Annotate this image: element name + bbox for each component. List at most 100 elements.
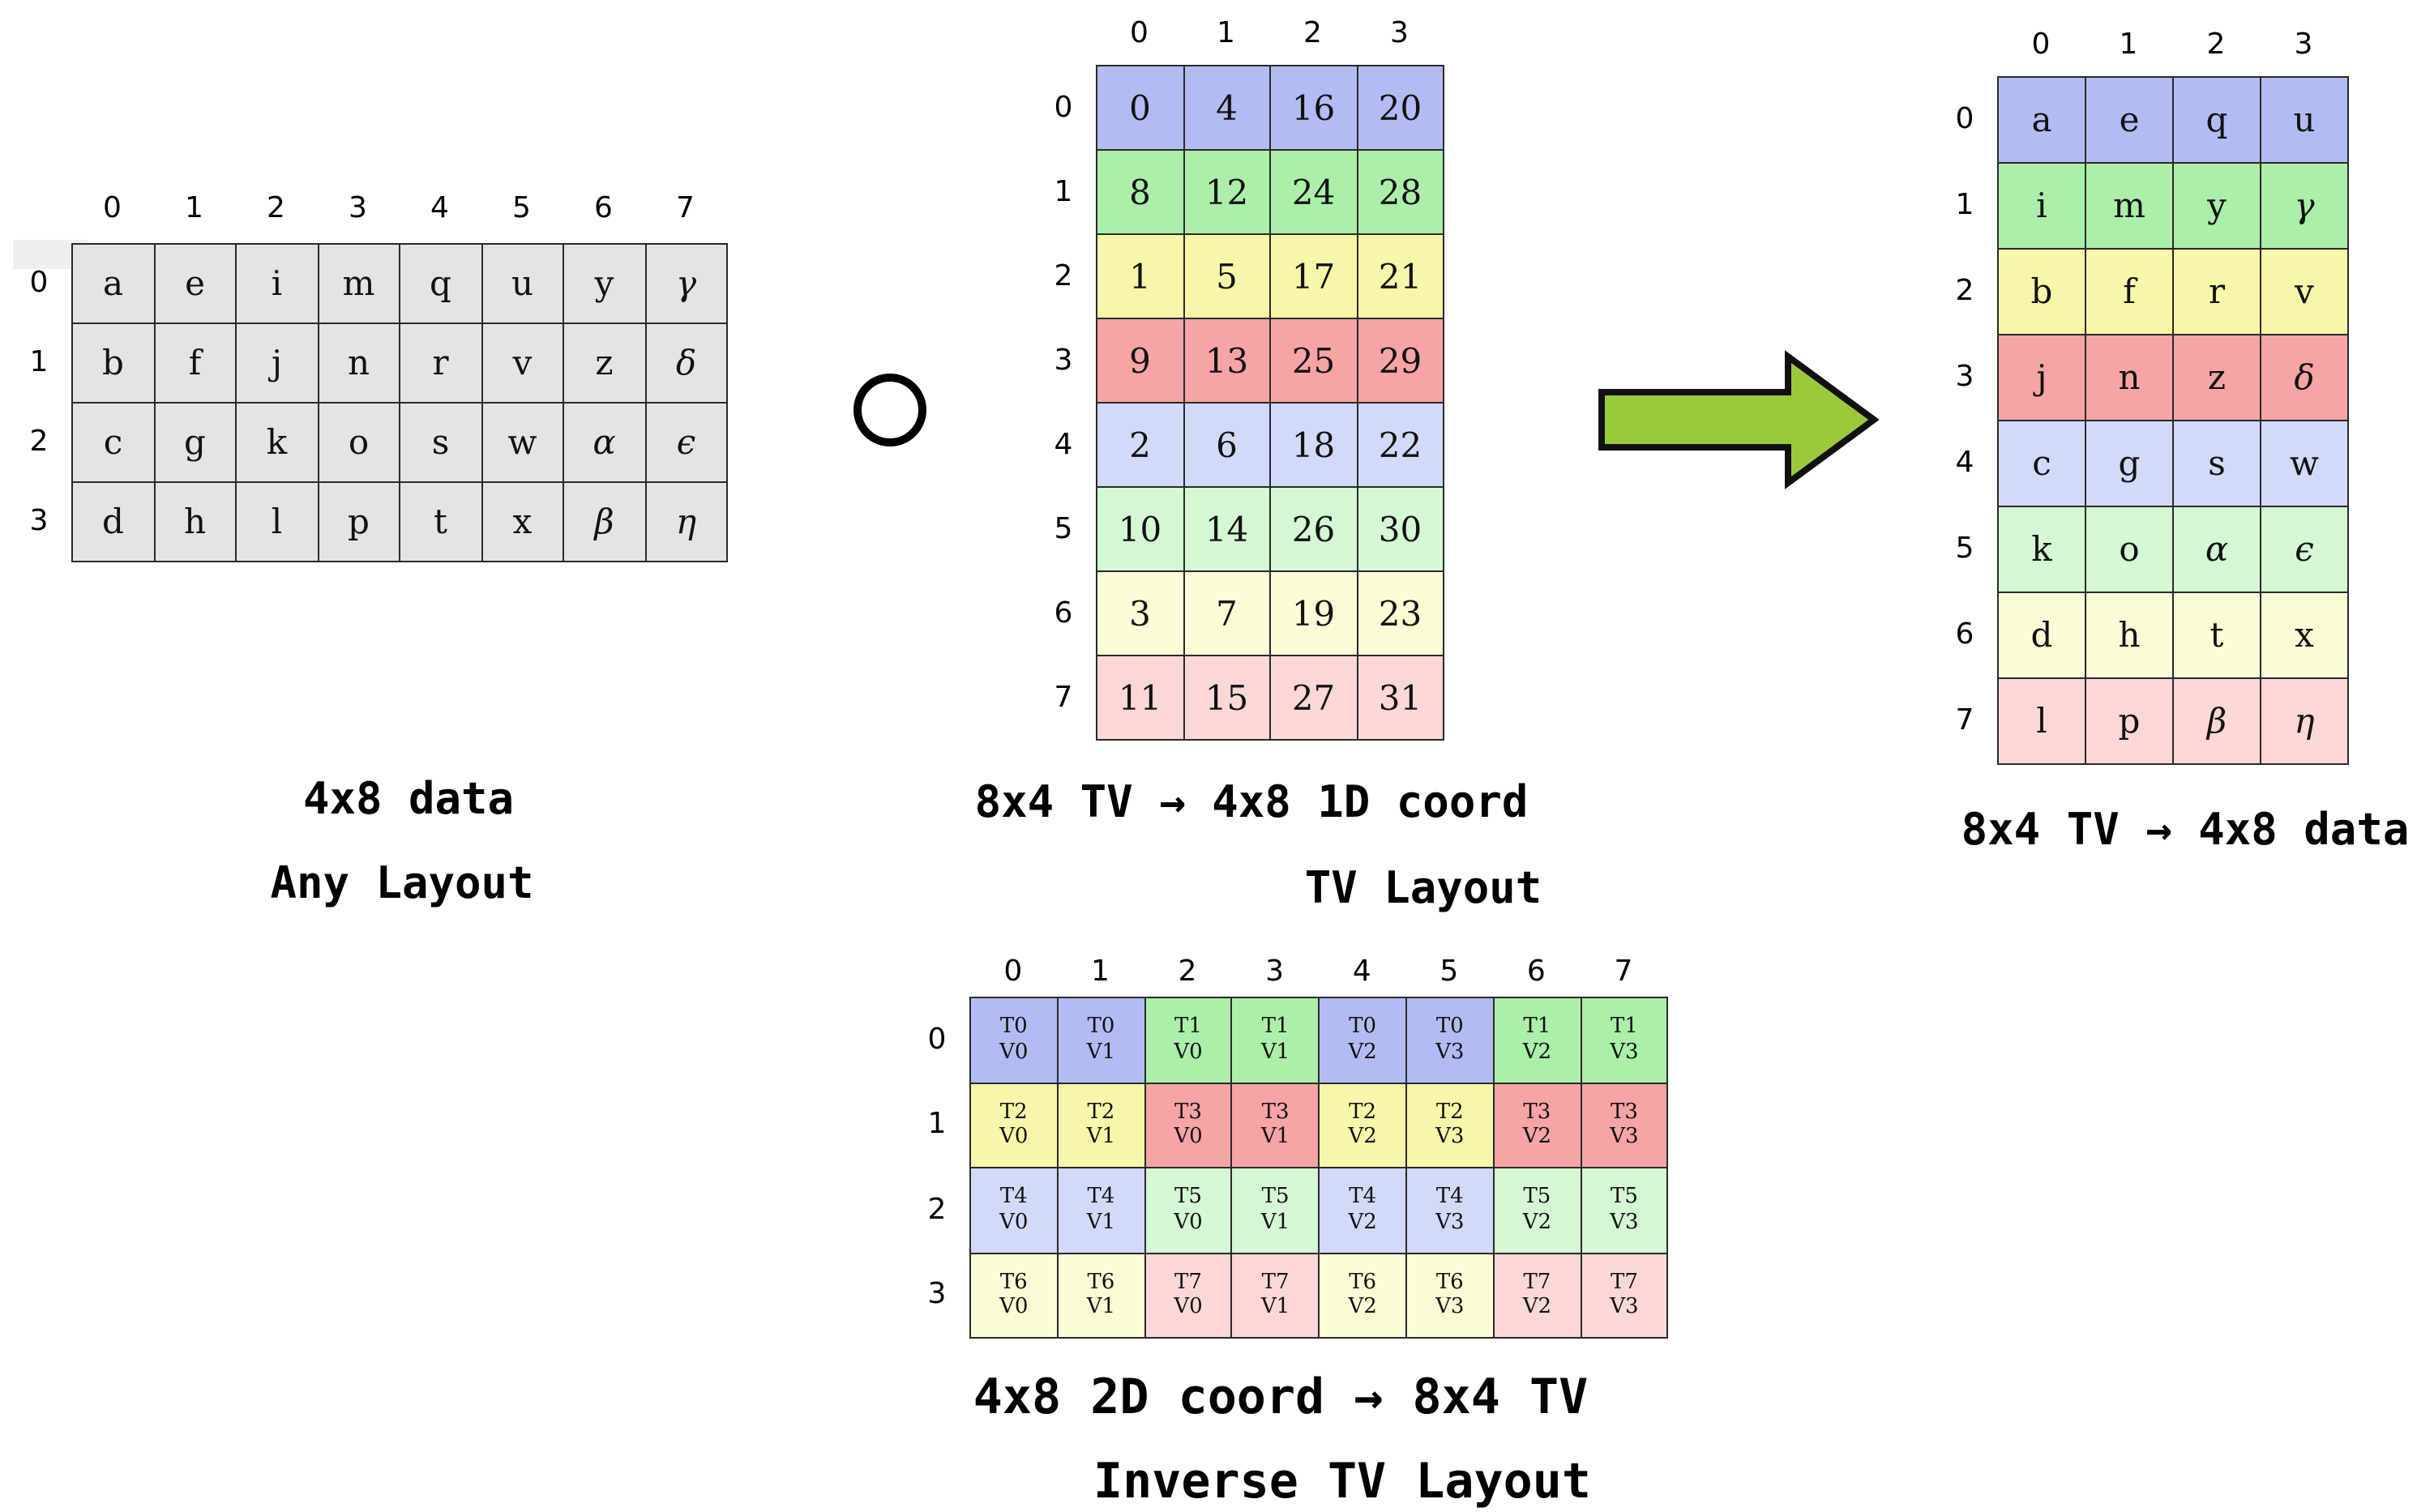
grid-col-header: 2 xyxy=(1178,954,1197,988)
grid-cell: l xyxy=(237,483,319,562)
cell-value-label: V1 xyxy=(1086,1295,1116,1320)
grid-row-header: 6 xyxy=(1054,596,1073,630)
grid-cell: i xyxy=(1999,164,2086,250)
grid-col-header: 4 xyxy=(1352,954,1371,988)
grid-cell: 13 xyxy=(1184,319,1271,404)
grid-row-header: 7 xyxy=(1054,680,1073,714)
grid-cell: r xyxy=(2174,250,2261,335)
grid-row-header: 2 xyxy=(1955,274,1974,308)
grid-cell: 19 xyxy=(1271,572,1358,656)
cell-value-label: V3 xyxy=(1610,1210,1639,1235)
grid-cell: o xyxy=(2086,507,2174,593)
cell-thread-label: T4 xyxy=(1087,1185,1115,1210)
cell-value-label: V0 xyxy=(999,1125,1029,1150)
grid-cell: f xyxy=(155,324,237,404)
cell-value-label: V0 xyxy=(999,1210,1029,1235)
cell-thread-label: T6 xyxy=(1087,1270,1115,1295)
grid-cell: 20 xyxy=(1358,66,1444,151)
grid-cell: α xyxy=(564,404,646,483)
grid-row-header: 4 xyxy=(1955,446,1974,480)
grid-col-header: 4 xyxy=(430,190,449,224)
cell-value-label: V0 xyxy=(1174,1125,1203,1150)
grid-col-header: 0 xyxy=(1003,954,1023,988)
grid-col-header: 3 xyxy=(2294,27,2313,61)
cell-value-label: V1 xyxy=(1260,1210,1290,1235)
grid-cell: d xyxy=(1999,593,2086,679)
grid-cell: k xyxy=(237,404,319,483)
grid-cell: 23 xyxy=(1358,572,1444,656)
grid-cell: q xyxy=(2174,78,2261,164)
grid-cell: 30 xyxy=(1358,488,1444,572)
grid-row-header: 1 xyxy=(1955,188,1974,222)
grid-cell: h xyxy=(2086,593,2174,679)
grid-col-header: 6 xyxy=(1526,954,1546,988)
grid-col-header: 3 xyxy=(1390,15,1409,49)
grid-cell: e xyxy=(155,245,237,324)
cell-thread-label: T3 xyxy=(1523,1100,1551,1125)
grid-cell: x xyxy=(2261,593,2349,679)
cell-thread-label: T4 xyxy=(999,1185,1028,1210)
cell-value-label: V1 xyxy=(1260,1125,1290,1150)
cell-thread-label: T1 xyxy=(1174,1014,1202,1040)
grid-col-header: 0 xyxy=(1130,15,1149,49)
grid-row-header: 5 xyxy=(1054,511,1073,545)
grid-cell: γ xyxy=(2261,164,2349,250)
grid-cell: h xyxy=(155,483,237,562)
grid-cell: i xyxy=(237,245,319,324)
grid-row-header: 1 xyxy=(1054,174,1073,208)
grid-cell: 16 xyxy=(1271,66,1358,151)
grid-col-header: 6 xyxy=(594,190,613,224)
grid-cell: c xyxy=(1999,421,2086,507)
grid-cell: w xyxy=(2261,421,2349,507)
grid-cell: w xyxy=(482,404,564,483)
grid-cell: 11 xyxy=(1097,656,1184,741)
grid-cell: 29 xyxy=(1358,319,1444,404)
cell-value-label: V1 xyxy=(1086,1040,1116,1065)
grid-row-header: 3 xyxy=(1955,360,1974,394)
cell-thread-label: T3 xyxy=(1261,1100,1290,1125)
grid-cell: η xyxy=(646,483,728,562)
grid-col-header: 5 xyxy=(1440,954,1459,988)
result-grid-caption: 8x4 TV → 4x8 data xyxy=(1961,805,2410,856)
grid-cell: d xyxy=(73,483,155,562)
grid-cell: 17 xyxy=(1271,235,1358,319)
grid-cell: 12 xyxy=(1184,151,1271,235)
grid-row-header: 3 xyxy=(1054,343,1073,377)
grid-col-header: 0 xyxy=(103,190,122,224)
cell-thread-label: T6 xyxy=(999,1270,1028,1295)
cell-value-label: V3 xyxy=(1435,1210,1465,1235)
cell-value-label: V2 xyxy=(1348,1210,1377,1235)
cell-value-label: V2 xyxy=(1522,1040,1552,1065)
grid-cell: 27 xyxy=(1271,656,1358,741)
grid-cell: 18 xyxy=(1271,404,1358,488)
grid-cell: 22 xyxy=(1358,404,1444,488)
grid-row-header: 2 xyxy=(1054,258,1073,293)
grid-col-header: 2 xyxy=(267,190,285,224)
grid-cell: k xyxy=(1999,507,2086,593)
grid-cell: s xyxy=(400,404,482,483)
compose-operator-icon xyxy=(849,369,930,457)
cell-thread-label: T0 xyxy=(1349,1014,1377,1040)
grid-row-header: 5 xyxy=(1955,532,1974,566)
cell-value-label: V3 xyxy=(1435,1040,1465,1065)
cell-thread-label: T6 xyxy=(1349,1270,1377,1295)
grid-col-header: 0 xyxy=(2031,27,2051,61)
